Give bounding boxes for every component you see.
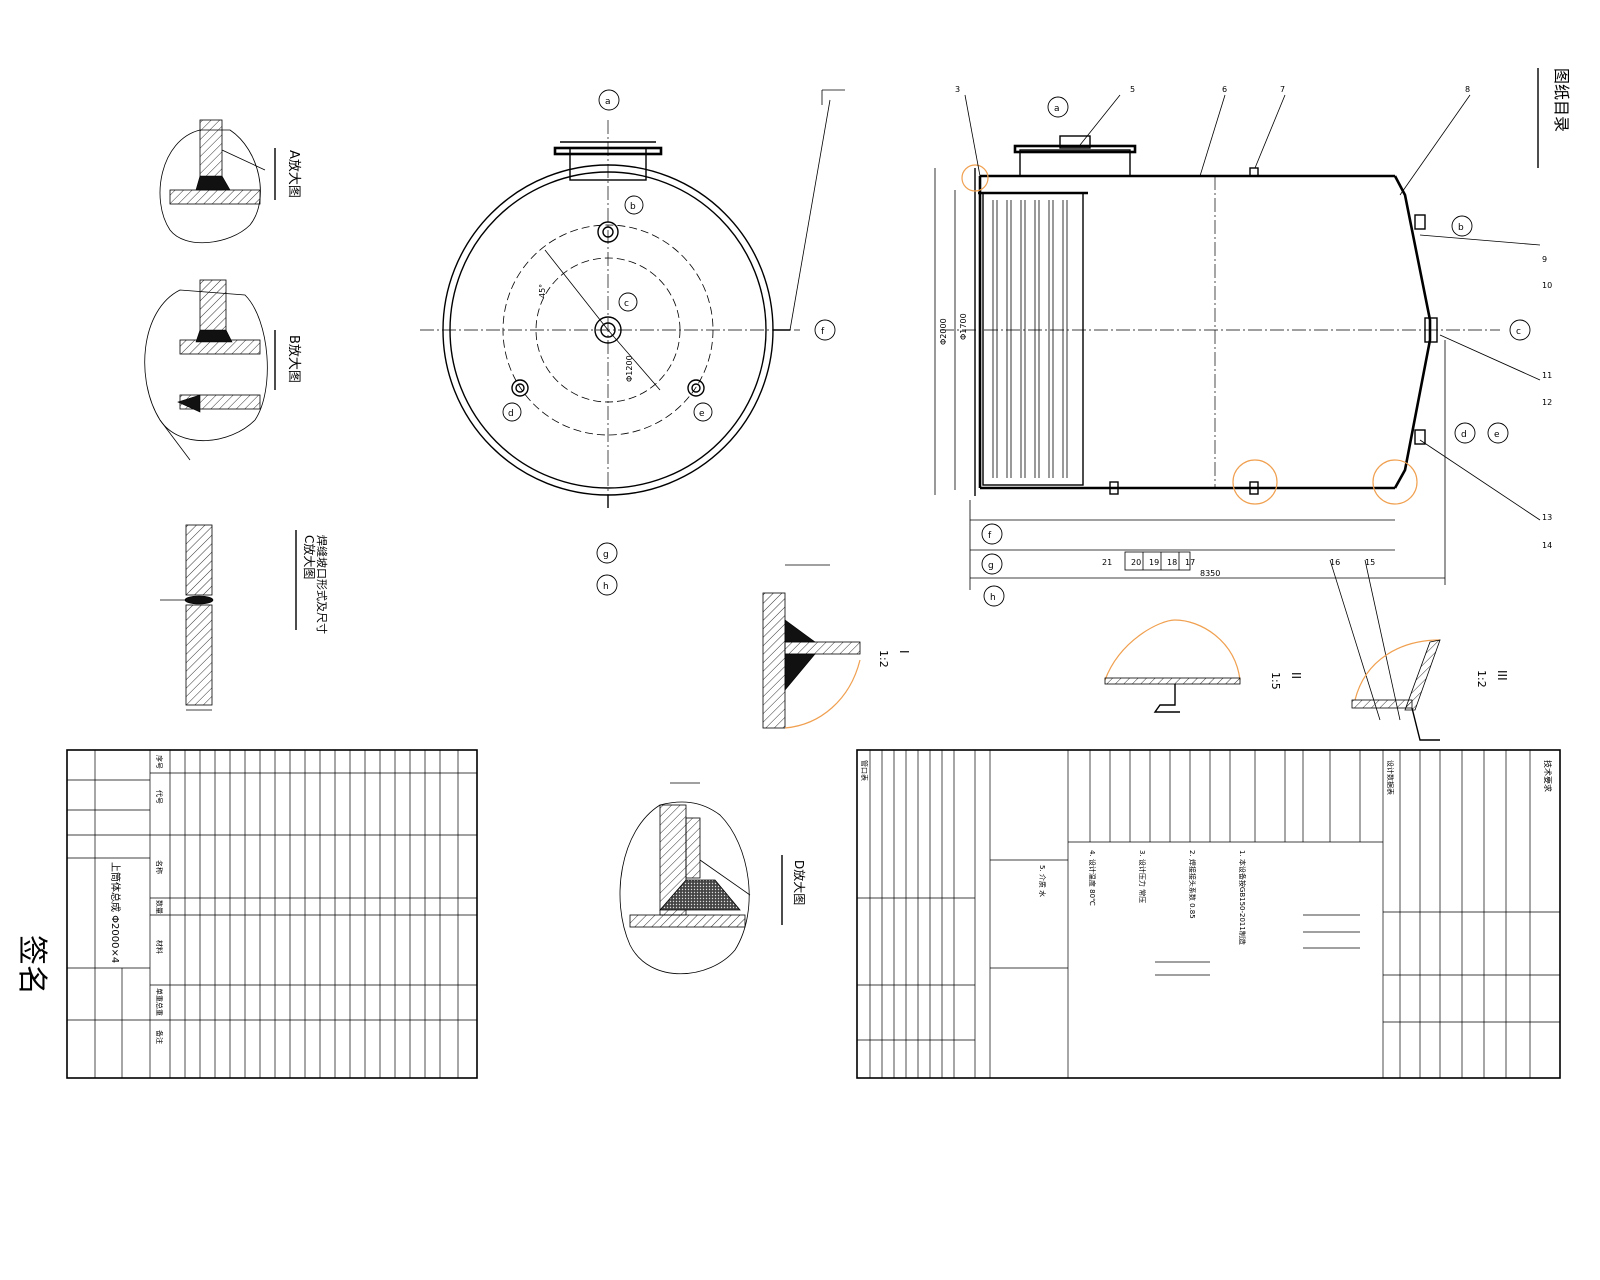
detail-iii-scale: 1:2 xyxy=(1475,670,1488,688)
parts-table-title: 上筒体总成 Φ2000×4 xyxy=(109,862,122,963)
detail-a: A放大图 xyxy=(159,119,301,244)
elev-dim-dia-outer: Φ2000 xyxy=(939,318,948,345)
elev-bubble-1: a xyxy=(1054,104,1060,114)
parts-col-code: 代号 xyxy=(155,790,164,804)
parts-list-table: 上筒体总成 Φ2000×4 序号 代号 名称 数量 材料 单重 总重 备注 xyxy=(66,749,478,1079)
elev-bubble-4: d xyxy=(1461,430,1467,440)
parts-col-name: 名称 xyxy=(155,860,164,874)
leader-14: 14 xyxy=(1542,541,1552,550)
leader-3: 3 xyxy=(955,85,960,94)
detail-a-title: A放大图 xyxy=(286,150,301,198)
plan-bubble-6: f xyxy=(821,327,825,337)
elev-bubble-5: e xyxy=(1494,430,1500,440)
plan-bubble-4: d xyxy=(508,409,514,419)
elev-bubble-3: c xyxy=(1516,327,1521,337)
elevation-leaders: 3 5 6 7 8 9 10 11 12 13 14 15 16 17 18 1… xyxy=(955,85,1552,721)
detail-i-scale: 1:2 xyxy=(877,650,890,668)
plan-bubble-2: b xyxy=(630,202,636,212)
elev-bubble-7: g xyxy=(988,561,994,571)
leader-15: 15 xyxy=(1365,558,1375,567)
elev-bubble-2: b xyxy=(1458,223,1464,233)
leader-5: 5 xyxy=(1130,85,1135,94)
plan-bubble-1: a xyxy=(605,97,611,107)
parts-col-qty: 数量 xyxy=(155,900,164,914)
leader-9: 9 xyxy=(1542,255,1547,264)
tech-line-1: 1. 本设备按GB150-2011制造 xyxy=(1238,850,1247,945)
detail-i-num: I xyxy=(897,650,911,654)
plan-view: Φ1200 45° xyxy=(420,99,831,510)
leader-20: 20 xyxy=(1131,558,1141,567)
detail-c: C放大图 焊缝坡口形式及尺寸 xyxy=(160,524,329,711)
plan-bubble-3: c xyxy=(624,299,629,309)
tech-requirements-table: 技术要求 管口表 设计数据表 1. 本设备按GB150-2011制造 2. 焊接… xyxy=(856,749,1561,1079)
detail-ii-num: II xyxy=(1289,672,1303,679)
tech-col-nozzle: 管口表 xyxy=(860,760,869,781)
elev-dim-dia-inner: Φ1700 xyxy=(959,313,968,340)
plan-bubbles: a b c d e f g h xyxy=(502,89,845,596)
plan-dim-angle: 45° xyxy=(538,284,547,298)
leader-18: 18 xyxy=(1167,558,1177,567)
tech-line-3: 3. 设计压力 常压 xyxy=(1138,850,1147,903)
main-view-title: 图纸目录 xyxy=(1552,68,1571,132)
leader-10: 10 xyxy=(1542,281,1552,290)
detail-iii-num: III xyxy=(1495,670,1509,681)
tech-table-title: 技术要求 xyxy=(1543,760,1553,792)
tech-line-4: 4. 设计温度 80℃ xyxy=(1088,850,1097,906)
detail-ii-scale: 1:5 xyxy=(1269,672,1282,690)
detail-c-subtitle: 焊缝坡口形式及尺寸 xyxy=(315,535,329,634)
detail-d: D放大图 xyxy=(619,782,807,975)
leader-13: 13 xyxy=(1542,513,1552,522)
parts-col-unit-weight: 单重 xyxy=(155,988,164,1002)
elev-bubble-6: f xyxy=(988,531,992,541)
elevation-bubbles: a b c d e f g h xyxy=(981,96,1531,607)
elev-dim-overall: 8350 xyxy=(1200,569,1220,578)
detail-i: 1:2 I xyxy=(762,564,911,729)
tech-col-design: 设计数据表 xyxy=(1386,760,1395,795)
plan-bubble-5: e xyxy=(699,409,705,419)
leader-8: 8 xyxy=(1465,85,1470,94)
signature-stamp: 签名 xyxy=(14,935,49,995)
detail-b-title: B放大图 xyxy=(286,335,301,383)
parts-col-total-weight: 总重 xyxy=(155,1002,164,1016)
leader-12: 12 xyxy=(1542,398,1552,407)
detail-ii: 1:5 II xyxy=(1104,619,1303,713)
plan-bubble-7: g xyxy=(603,550,609,560)
detail-iii: 1:2 III xyxy=(1351,639,1509,741)
tech-line-5: 5. 介质 水 xyxy=(1038,865,1047,897)
parts-col-material: 材料 xyxy=(155,940,164,954)
parts-col-no: 序号 xyxy=(155,755,164,769)
leader-7: 7 xyxy=(1280,85,1285,94)
detail-c-title: C放大图 xyxy=(302,535,317,579)
leader-6: 6 xyxy=(1222,85,1227,94)
plan-dim-pcd: Φ1200 xyxy=(625,355,634,382)
leader-21: 21 xyxy=(1102,558,1112,567)
tech-line-2: 2. 焊接接头系数 0.85 xyxy=(1188,850,1197,919)
leader-16: 16 xyxy=(1330,558,1340,567)
parts-col-remark: 备注 xyxy=(155,1030,164,1044)
plan-bubble-8: h xyxy=(603,582,609,592)
elevation-view: 8350 Φ2000 Φ1700 xyxy=(934,135,1500,590)
leader-11: 11 xyxy=(1542,371,1552,380)
detail-d-title: D放大图 xyxy=(792,860,807,905)
leader-19: 19 xyxy=(1149,558,1159,567)
detail-b: B放大图 xyxy=(144,279,301,461)
elev-bubble-8: h xyxy=(990,593,996,603)
